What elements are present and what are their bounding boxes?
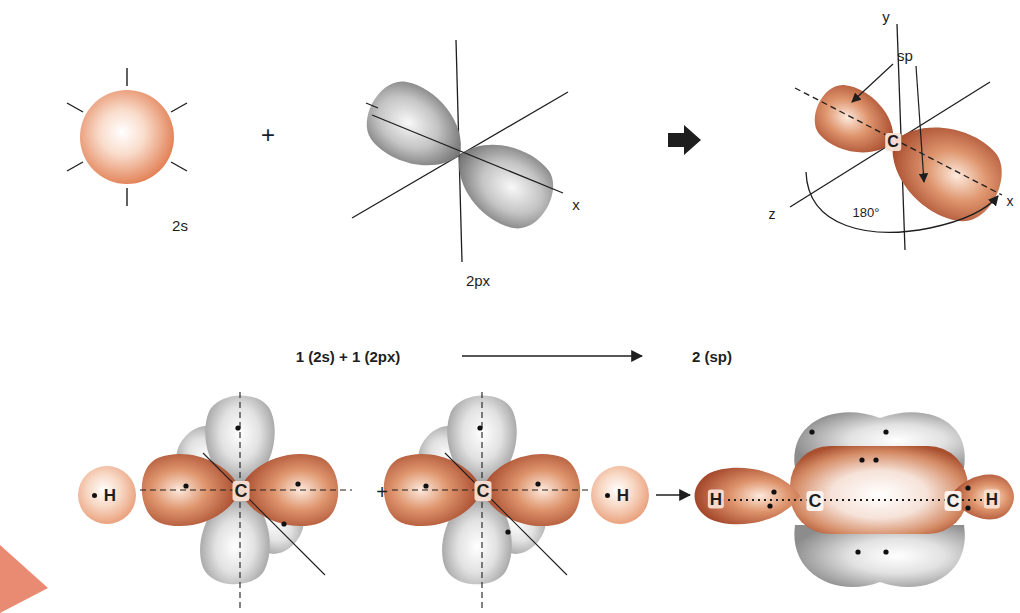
electron-dot (605, 493, 610, 498)
angle-label: 180° (851, 205, 882, 220)
atom-label: H (984, 490, 1000, 509)
plus-sign: + (374, 481, 390, 503)
equation-text: 1 (2s) + 1 (2px) (294, 348, 403, 365)
hydrogen-atom: H (591, 466, 649, 524)
carbon-orbitals (140, 392, 352, 610)
hydrogen-atom: H (78, 466, 136, 524)
axis-label: z (767, 206, 778, 222)
acetylene-orbitals (695, 412, 1015, 587)
corner-mark (0, 545, 48, 613)
atom-label: C (807, 491, 824, 511)
axis-label: y (880, 8, 892, 25)
atom-label: C (233, 481, 250, 501)
orbital-label: 2px (464, 272, 492, 289)
sp-orbital (790, 24, 1016, 250)
atom-label: C (475, 481, 492, 501)
orbital-label: sp (895, 47, 915, 64)
s-orbital (67, 68, 187, 206)
block-arrow (668, 125, 701, 155)
plus-sign: + (259, 122, 277, 148)
orbital-label: 2s (170, 217, 190, 234)
electron-dot (92, 493, 97, 498)
axis-label: x (1005, 193, 1016, 209)
atom-label: C (945, 491, 962, 511)
equation-text: 2 (sp) (690, 348, 734, 365)
carbon-orbitals (384, 392, 592, 610)
atom-label: H (708, 490, 724, 509)
p-orbital (352, 40, 568, 262)
reaction-arrow (656, 494, 690, 496)
atom-label: H (98, 487, 116, 504)
reaction-arrow (462, 355, 642, 357)
atom-label: C (885, 133, 901, 151)
axis-label: x (570, 196, 582, 213)
atom-label: H (611, 487, 629, 504)
